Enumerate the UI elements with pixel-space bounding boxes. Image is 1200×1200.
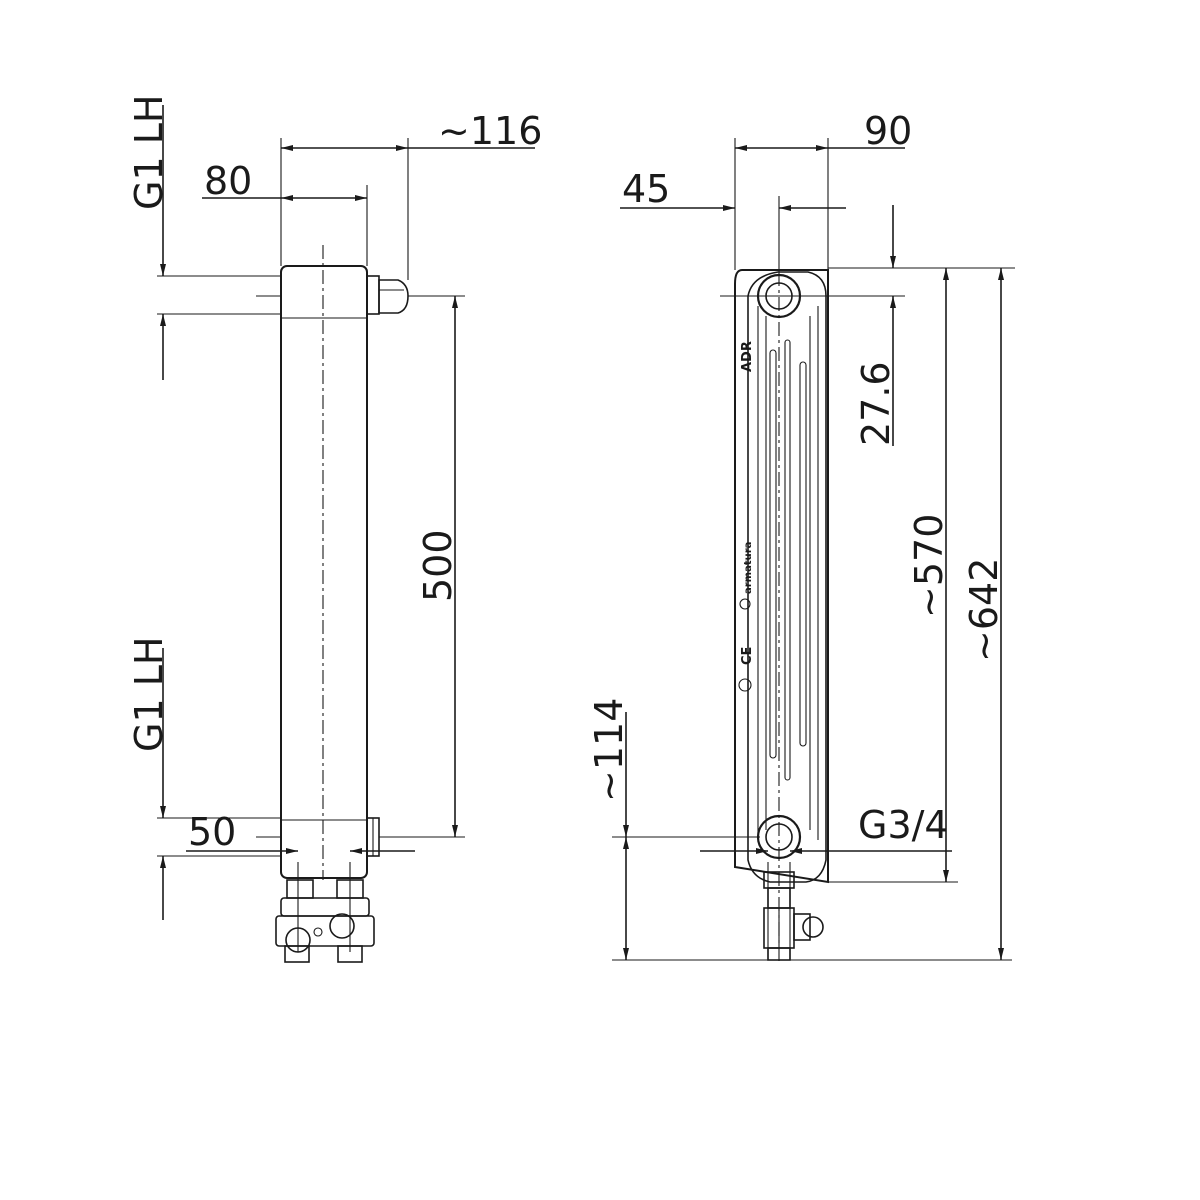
ce-mark: CE bbox=[740, 647, 755, 665]
connection-top-label: G1 LH bbox=[127, 95, 171, 210]
valve-thread-label: G3/4 bbox=[858, 803, 949, 847]
dim-valve-spacing-label: 50 bbox=[188, 810, 236, 854]
recycling-icon bbox=[738, 678, 752, 692]
dim-section-width-label: 90 bbox=[864, 109, 912, 153]
dim-top-offset-label: 27.6 bbox=[854, 361, 898, 446]
manufacturer-label: armatura bbox=[743, 542, 754, 594]
dim-width-label: 80 bbox=[204, 159, 252, 203]
side-valve-block bbox=[275, 879, 375, 963]
dim-body-height-label: ~570 bbox=[907, 514, 951, 618]
manufacturer-logo-icon bbox=[739, 598, 751, 610]
dim-total-height-label: ~642 bbox=[962, 558, 1006, 662]
top-plug bbox=[366, 275, 409, 315]
front-view: ADR armatura CE 90 45 bbox=[587, 109, 1015, 965]
radiator-side-body bbox=[280, 265, 368, 879]
connection-bottom-label: G1 LH bbox=[127, 637, 171, 752]
dim-top-depth-label: ~116 bbox=[438, 109, 542, 153]
side-view: G1 LH G1 LH ~116 80 500 50 bbox=[127, 95, 542, 963]
dim-center-distance-label: 500 bbox=[416, 529, 460, 602]
dim-half-width-label: 45 bbox=[622, 167, 670, 211]
front-valve-assembly bbox=[763, 871, 824, 961]
brand-label: ADR bbox=[740, 341, 755, 372]
dim-bottom-offset-label: ~114 bbox=[587, 698, 631, 802]
